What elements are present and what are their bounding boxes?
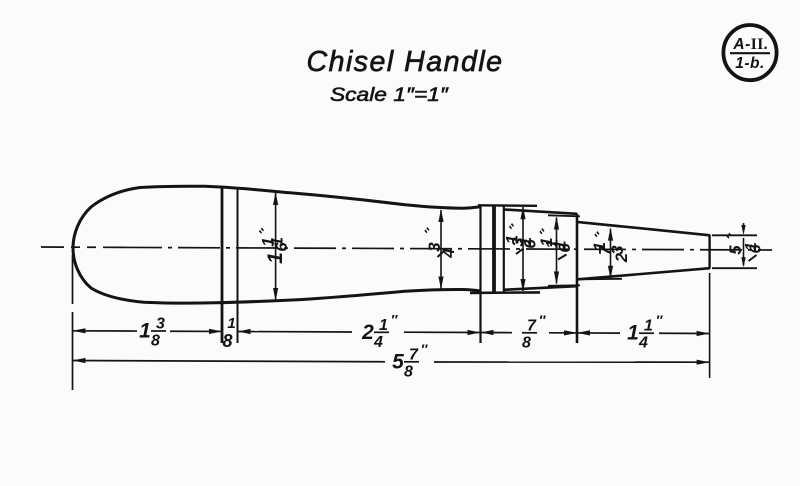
svg-text:8: 8 bbox=[222, 331, 232, 351]
svg-text:″: ″ bbox=[505, 221, 521, 236]
svg-text:4: 4 bbox=[638, 335, 648, 352]
svg-text:Chisel Handle: Chisel Handle bbox=[307, 46, 504, 78]
svg-text:″: ″ bbox=[723, 230, 739, 245]
svg-text:2: 2 bbox=[361, 321, 374, 344]
svg-text:″: ″ bbox=[539, 312, 547, 328]
svg-text:2: 2 bbox=[613, 253, 631, 263]
svg-text:6: 6 bbox=[521, 239, 539, 249]
svg-text:″: ″ bbox=[391, 311, 399, 327]
svg-text:5: 5 bbox=[392, 350, 404, 373]
svg-text:6: 6 bbox=[556, 243, 574, 253]
svg-text:″: ″ bbox=[421, 341, 429, 357]
svg-text:1: 1 bbox=[644, 318, 653, 335]
svg-text:1: 1 bbox=[227, 315, 235, 332]
svg-text:8: 8 bbox=[151, 333, 160, 350]
svg-text:1-b.: 1-b. bbox=[735, 55, 765, 72]
svg-text:7: 7 bbox=[527, 317, 537, 334]
svg-text:3: 3 bbox=[156, 316, 165, 333]
svg-text:1: 1 bbox=[139, 320, 151, 343]
svg-text:1: 1 bbox=[627, 322, 639, 345]
svg-text:Scale 1″=1″: Scale 1″=1″ bbox=[330, 84, 449, 106]
svg-text:1: 1 bbox=[379, 317, 388, 334]
svg-text:8: 8 bbox=[404, 363, 413, 380]
svg-text:A-II.: A-II. bbox=[732, 36, 768, 53]
svg-text:4: 4 bbox=[373, 334, 383, 351]
svg-text:6: 6 bbox=[273, 242, 291, 252]
svg-text:8: 8 bbox=[522, 334, 531, 351]
svg-text:1: 1 bbox=[264, 252, 287, 264]
svg-text:″: ″ bbox=[591, 229, 607, 244]
svg-text:7: 7 bbox=[409, 346, 419, 363]
svg-text:6: 6 bbox=[747, 244, 764, 253]
svg-text:″: ″ bbox=[656, 312, 664, 328]
svg-text:″: ″ bbox=[421, 225, 437, 240]
